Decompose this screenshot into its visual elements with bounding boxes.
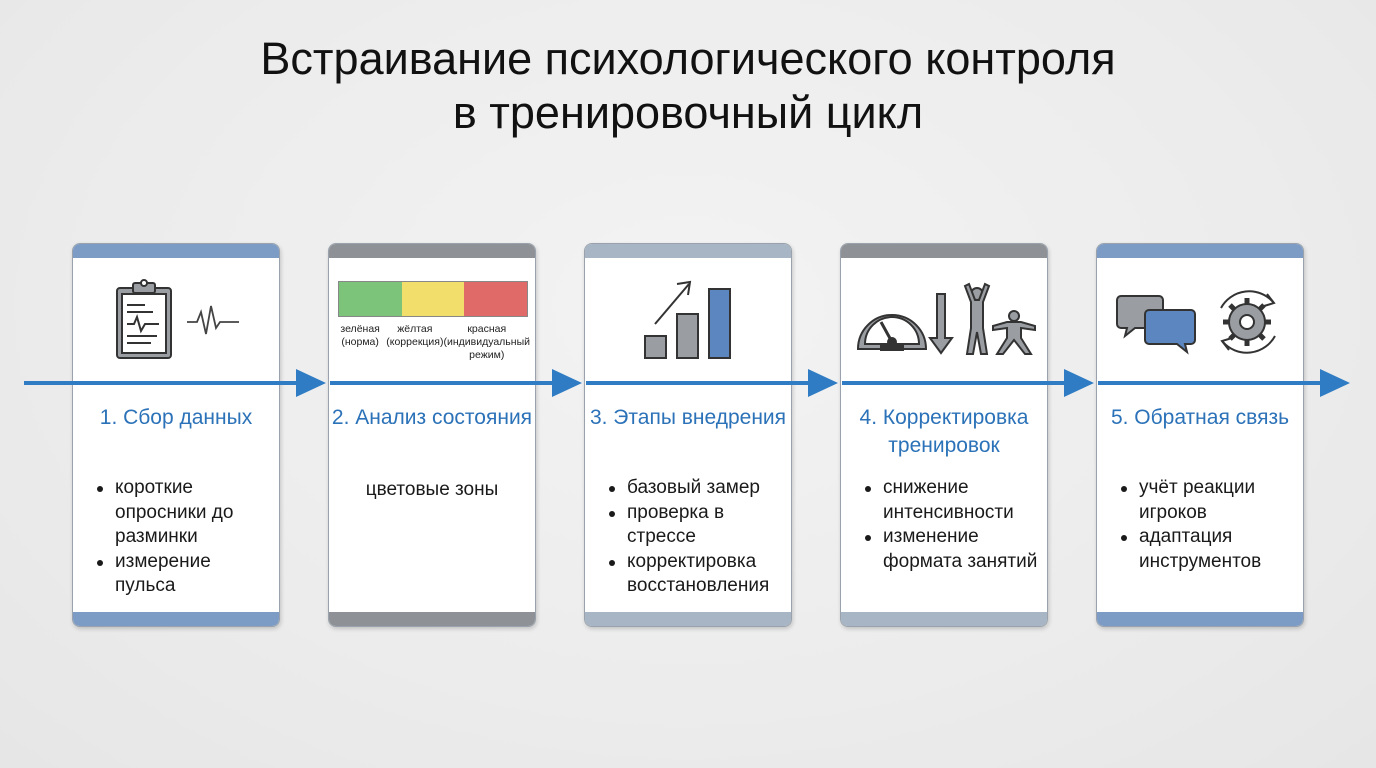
step-5-heading: 5. Обратная связь <box>1110 406 1290 429</box>
step-5-bullets: учёт реакции игроков адаптация инструмен… <box>1119 476 1299 574</box>
step-5-icons <box>1097 272 1303 382</box>
card-bottom-bar <box>329 612 535 626</box>
color-zone-bar <box>338 281 528 317</box>
clipboard-icon <box>116 279 172 359</box>
step-1-bullets: короткие опросники до разминки измерение… <box>95 476 275 599</box>
zone-labels: зелёная (норма) жёлтая (коррекция) красн… <box>334 323 530 362</box>
step-2-heading: 2. Анализ состояния <box>331 406 533 429</box>
growth-bar-chart-icon <box>644 280 731 359</box>
step-3-icons <box>585 272 791 382</box>
card-top-bar <box>73 244 279 258</box>
step-card-1: 1. Сбор данных короткие опросники до раз… <box>72 243 280 627</box>
step-4-bullets: снижение интенсивности изменение формата… <box>863 476 1043 574</box>
zone-label-red: красная (индивидуальный режим) <box>443 323 530 361</box>
card-bottom-bar <box>585 612 791 626</box>
list-item: корректировка восстановления <box>607 550 787 599</box>
step-card-2: зелёная (норма) жёлтая (коррекция) красн… <box>328 243 536 627</box>
down-arrow-icon <box>928 293 954 355</box>
list-item: учёт реакции игроков <box>1119 476 1299 525</box>
zone-label-green: зелёная (норма) <box>340 323 380 348</box>
step-1-heading: 1. Сбор данных <box>99 406 253 429</box>
zone-green <box>339 282 402 316</box>
step-card-5: 5. Обратная связь учёт реакции игроков а… <box>1096 243 1304 627</box>
gear-cycle-icon <box>1220 290 1276 354</box>
step-2-text: цветовые зоны <box>365 479 499 500</box>
list-item: измерение пульса <box>95 550 275 599</box>
card-bottom-bar <box>73 612 279 626</box>
card-top-bar <box>585 244 791 258</box>
heartbeat-icon <box>187 305 239 335</box>
title-line-2: в тренировочный цикл <box>452 87 924 138</box>
card-top-bar <box>841 244 1047 258</box>
step-card-4: 4. Корректировка тренировок снижение инт… <box>840 243 1048 627</box>
athlete-icon <box>963 282 1036 355</box>
step-4-icons <box>841 272 1047 382</box>
list-item: базовый замер <box>607 476 787 501</box>
list-item: изменение формата занятий <box>863 525 1043 574</box>
zone-label-yellow: жёлтая (коррекция) <box>386 323 444 348</box>
list-item: адаптация инструментов <box>1119 525 1299 574</box>
title-line-1: Встраивание психологического контроля <box>260 33 1116 84</box>
page-title: Встраивание психологического контроля в … <box>0 32 1376 140</box>
card-bottom-bar <box>1097 612 1303 626</box>
card-bottom-bar <box>841 612 1047 626</box>
step-1-icons <box>73 272 279 382</box>
list-item: проверка в стрессе <box>607 501 787 550</box>
list-item: короткие опросники до разминки <box>95 476 275 550</box>
zone-yellow <box>401 282 465 316</box>
list-item: снижение интенсивности <box>863 476 1043 525</box>
speedometer-icon <box>856 314 928 351</box>
card-top-bar <box>1097 244 1303 258</box>
chat-bubbles-icon <box>1116 295 1196 355</box>
step-4-heading: 4. Корректировка тренировок <box>859 406 1029 457</box>
zone-red <box>464 282 528 316</box>
card-top-bar <box>329 244 535 258</box>
step-3-heading: 3. Этапы внедрения <box>589 406 787 429</box>
step-card-3: 3. Этапы внедрения базовый замер проверк… <box>584 243 792 627</box>
step-3-bullets: базовый замер проверка в стрессе коррект… <box>607 476 787 599</box>
